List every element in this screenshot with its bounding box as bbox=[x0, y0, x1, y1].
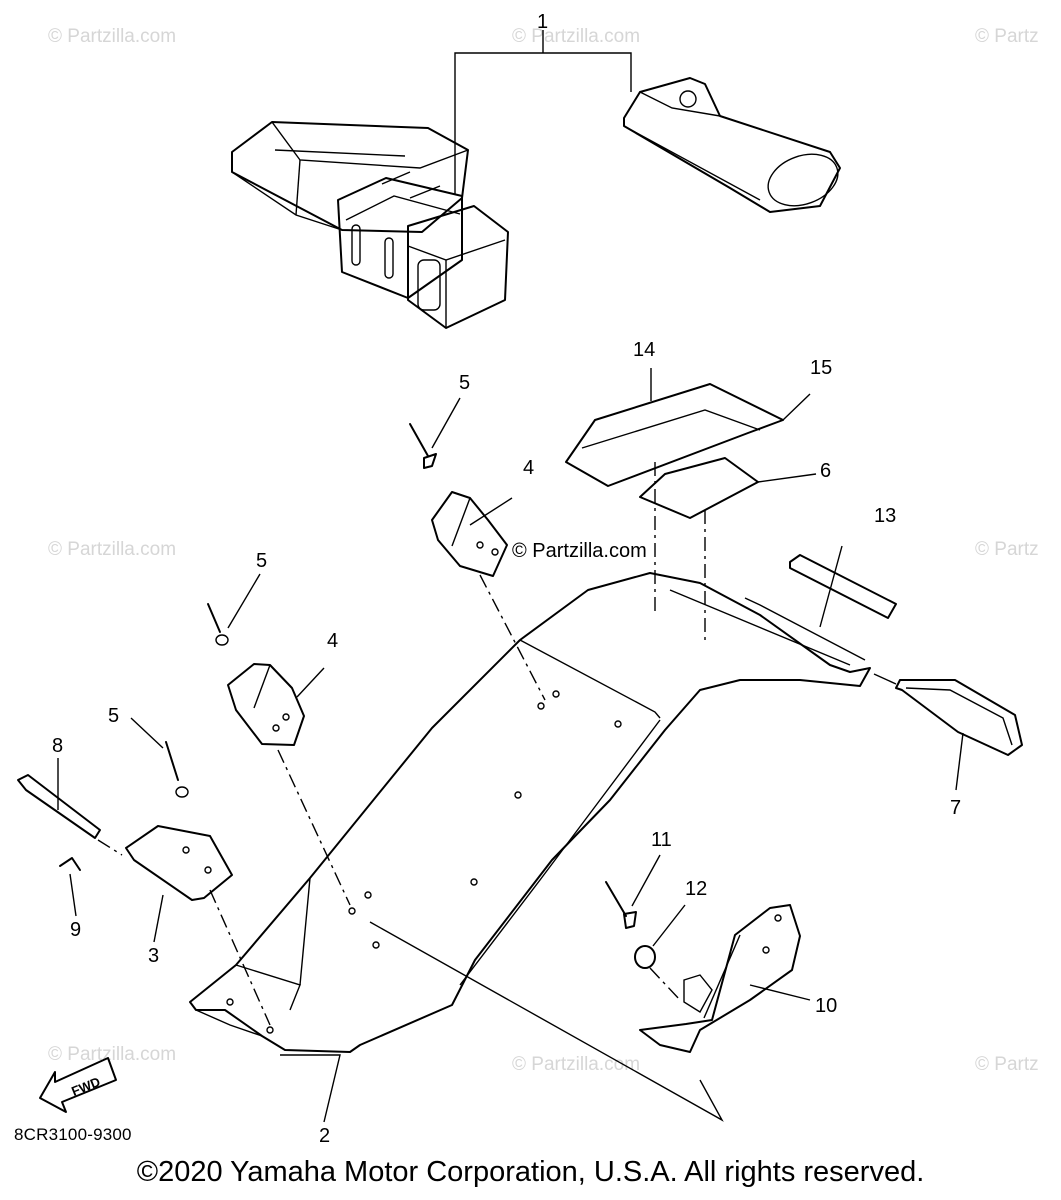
seat-pad-assembly bbox=[231, 121, 509, 329]
nut-12 bbox=[634, 945, 656, 969]
callout-8: 8 bbox=[52, 735, 63, 757]
callout-2: 2 bbox=[319, 1125, 330, 1147]
bracket-10 bbox=[639, 904, 801, 1053]
sheet-6 bbox=[639, 457, 759, 519]
copyright-notice: ©2020 Yamaha Motor Corporation, U.S.A. A… bbox=[136, 1156, 925, 1188]
bracket-4-lower bbox=[227, 663, 305, 746]
rivet-5-top bbox=[409, 423, 437, 469]
watermark: © Partz bbox=[975, 26, 1039, 47]
callout-4: 4 bbox=[327, 630, 338, 652]
callout-10: 10 bbox=[815, 995, 837, 1017]
watermark: © Partzilla.com bbox=[48, 539, 176, 560]
rivet-5-mid bbox=[207, 603, 229, 646]
callout-5: 5 bbox=[256, 550, 267, 572]
callout-12: 12 bbox=[685, 878, 707, 900]
callout-14: 14 bbox=[633, 339, 655, 361]
callout-9: 9 bbox=[70, 919, 81, 941]
watermark: © Partzilla.com bbox=[48, 1044, 176, 1065]
callout-11: 11 bbox=[651, 829, 672, 851]
bracket-3 bbox=[125, 825, 233, 901]
watermark: © Partzilla.com bbox=[512, 1054, 640, 1075]
callout-13: 13 bbox=[874, 505, 896, 527]
bar-13 bbox=[789, 554, 897, 619]
callout-7: 7 bbox=[950, 797, 961, 819]
watermark: © Partzilla.com bbox=[48, 26, 176, 47]
watermark: © Partz bbox=[975, 539, 1039, 560]
bracket-4-upper bbox=[431, 491, 508, 577]
watermark: © Partz bbox=[975, 1054, 1039, 1075]
pin-8 bbox=[17, 774, 101, 839]
callout-5: 5 bbox=[459, 372, 470, 394]
clip-9 bbox=[59, 857, 81, 871]
watermark: © Partzilla.com bbox=[512, 26, 640, 47]
callout-4: 4 bbox=[523, 457, 534, 479]
callout-1: 1 bbox=[537, 11, 548, 33]
fwd-arrow-icon: FWD bbox=[39, 1057, 117, 1113]
watermark: © Partzilla.com bbox=[512, 540, 647, 562]
rivet-11 bbox=[605, 881, 637, 929]
rivet-5-low bbox=[165, 741, 189, 798]
callout-6: 6 bbox=[820, 460, 831, 482]
rolled-cover bbox=[623, 77, 841, 213]
callout-15: 15 bbox=[810, 357, 832, 379]
carrier-panel bbox=[189, 572, 871, 1053]
diagram-code: 8CR3100-9300 bbox=[14, 1125, 132, 1144]
callout-3: 3 bbox=[148, 945, 159, 967]
callout-5: 5 bbox=[108, 705, 119, 727]
rod-7 bbox=[895, 679, 1023, 756]
